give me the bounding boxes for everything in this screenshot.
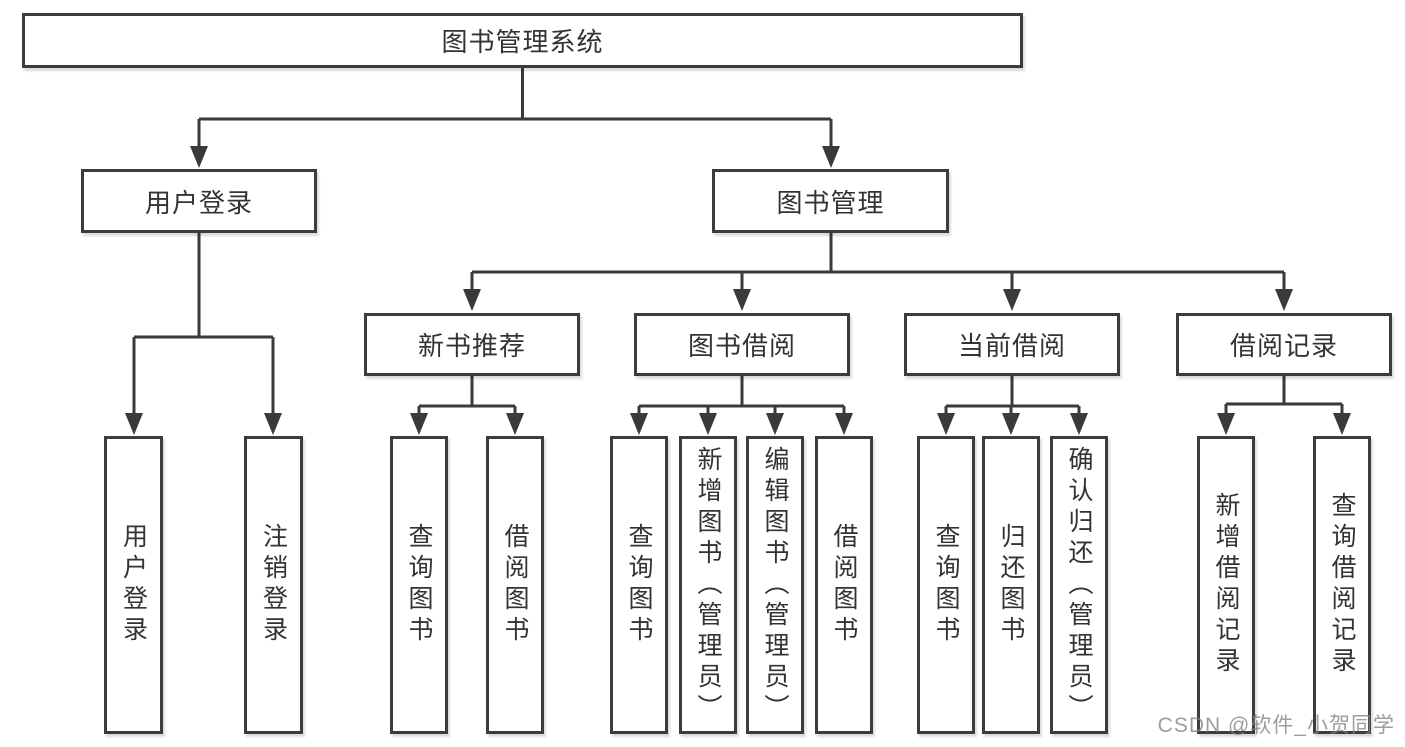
arrowheads (125, 146, 1351, 435)
node-label: 借阅图书 (830, 523, 858, 647)
node-label: 借阅记录 (1229, 331, 1338, 361)
node-new-book-recommend: 新书推荐 (364, 313, 580, 376)
node-label: 查询图书 (405, 523, 433, 647)
node-root-library-system: 图书管理系统 (22, 13, 1023, 68)
leaf-borrowing-edit-books-admin: 编辑图书（管理员） (746, 436, 804, 734)
leaf-user-login: 用户登录 (104, 436, 163, 734)
node-book-borrowing: 图书借阅 (634, 313, 850, 376)
leaf-borrowing-borrow-books: 借阅图书 (815, 436, 873, 734)
node-user-login: 用户登录 (81, 169, 317, 233)
leaf-records-add-record: 新增借阅记录 (1197, 436, 1255, 734)
leaf-current-query-books: 查询图书 (917, 436, 975, 734)
leaf-borrowing-query-books: 查询图书 (610, 436, 668, 734)
node-book-management: 图书管理 (712, 169, 949, 233)
node-label: 新增图书（管理员） (694, 445, 722, 725)
node-label: 用户登录 (119, 523, 148, 647)
node-borrowing-records: 借阅记录 (1176, 313, 1392, 376)
csdn-watermark: CSDN @软件_小贺同学 (1157, 714, 1395, 737)
node-label: 图书管理系统 (441, 27, 604, 57)
leaf-records-query-record: 查询借阅记录 (1313, 436, 1371, 734)
leaf-borrowing-add-books-admin: 新增图书（管理员） (679, 436, 737, 734)
node-label: 编辑图书（管理员） (761, 445, 789, 725)
node-label: 查询借阅记录 (1328, 492, 1356, 678)
node-label: 归还图书 (997, 523, 1025, 647)
leaf-logout: 注销登录 (244, 436, 303, 734)
node-label: 确认归还（管理员） (1065, 445, 1093, 725)
leaf-recommend-borrow-books: 借阅图书 (486, 436, 544, 734)
node-label: 借阅图书 (501, 523, 529, 647)
node-label: 图书借阅 (687, 331, 796, 361)
node-label: 新书推荐 (417, 331, 526, 361)
leaf-current-return-books: 归还图书 (982, 436, 1040, 734)
node-label: 查询图书 (625, 523, 653, 647)
node-label: 新增借阅记录 (1212, 492, 1240, 678)
leaf-current-confirm-return-admin: 确认归还（管理员） (1050, 436, 1108, 734)
node-label: 图书管理 (776, 187, 885, 218)
node-label: 查询图书 (932, 523, 960, 647)
node-label: 注销登录 (259, 523, 288, 647)
node-label: 当前借阅 (957, 331, 1066, 361)
node-current-borrowing: 当前借阅 (904, 313, 1120, 376)
leaf-recommend-query-books: 查询图书 (390, 436, 448, 734)
node-label: 用户登录 (144, 187, 253, 218)
